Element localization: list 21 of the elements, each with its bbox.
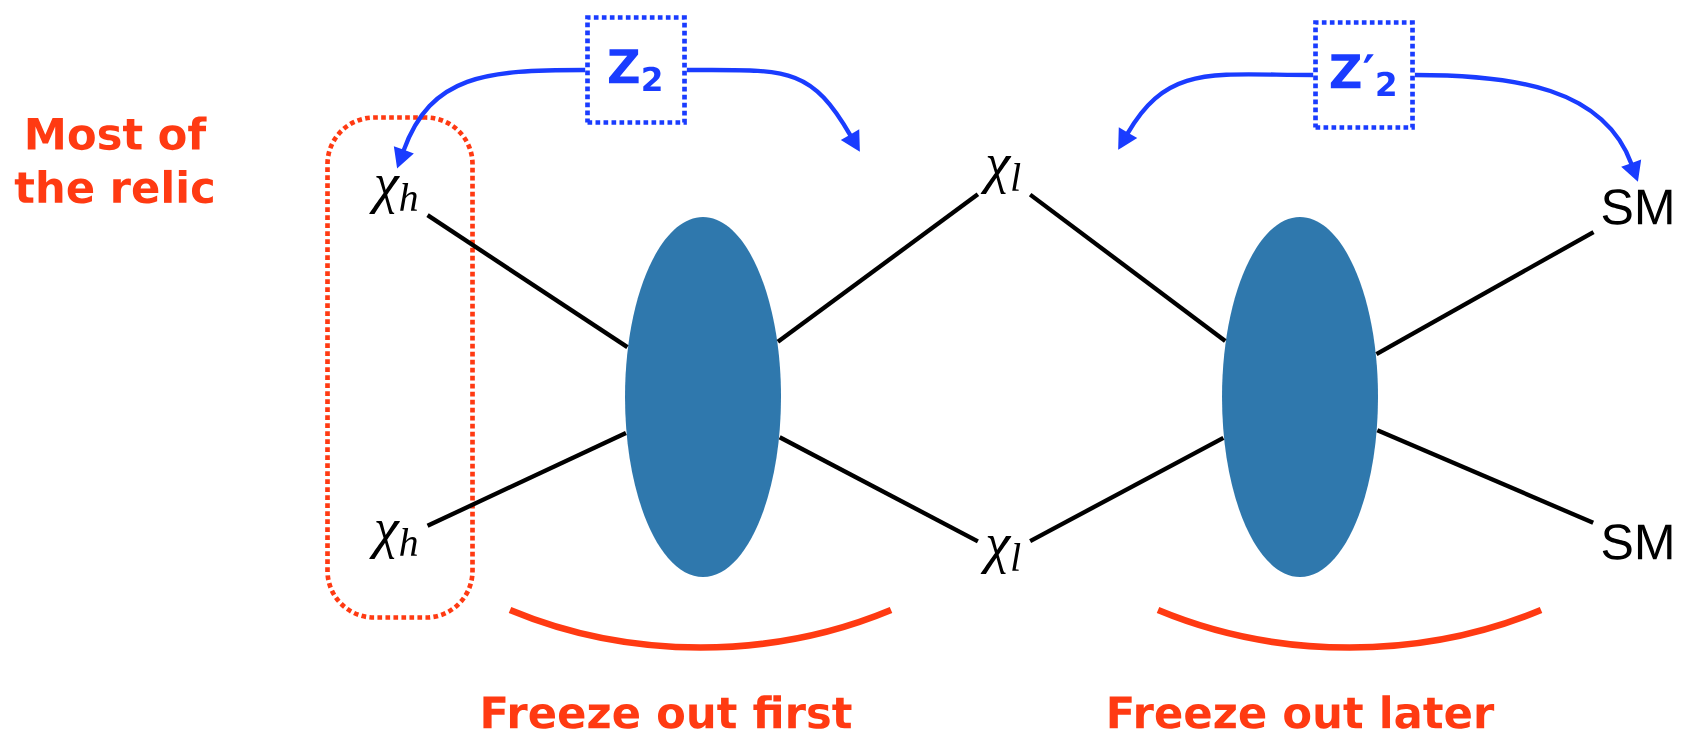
particle-label: χ$_{h}$ <box>369 520 417 560</box>
propagator-line <box>776 192 980 344</box>
particle-label: SM <box>1602 524 1672 560</box>
propagator-line <box>426 431 627 528</box>
caption-text: Freeze out first <box>483 695 852 729</box>
blob <box>625 217 781 577</box>
propagator-line <box>1375 230 1595 356</box>
particle-label: χ$_{h}$ <box>369 175 417 215</box>
caption-text: Freeze out later <box>1109 695 1495 729</box>
propagator-line <box>1376 428 1595 525</box>
particle-label: SM <box>1602 189 1672 225</box>
propagator-line <box>426 213 629 349</box>
particle-label: χ$_{l}$ <box>980 155 1021 195</box>
propagator-line <box>1029 436 1225 543</box>
symmetry-box: Z′$_{2}$ <box>1313 20 1415 130</box>
propagator-line <box>778 435 979 544</box>
blob <box>1222 217 1378 577</box>
propagator-line <box>1028 192 1227 343</box>
symmetry-box: Z$_{2}$ <box>585 15 687 125</box>
note-text: Most of the relic <box>14 116 213 204</box>
particle-label: χ$_{l}$ <box>980 535 1021 575</box>
